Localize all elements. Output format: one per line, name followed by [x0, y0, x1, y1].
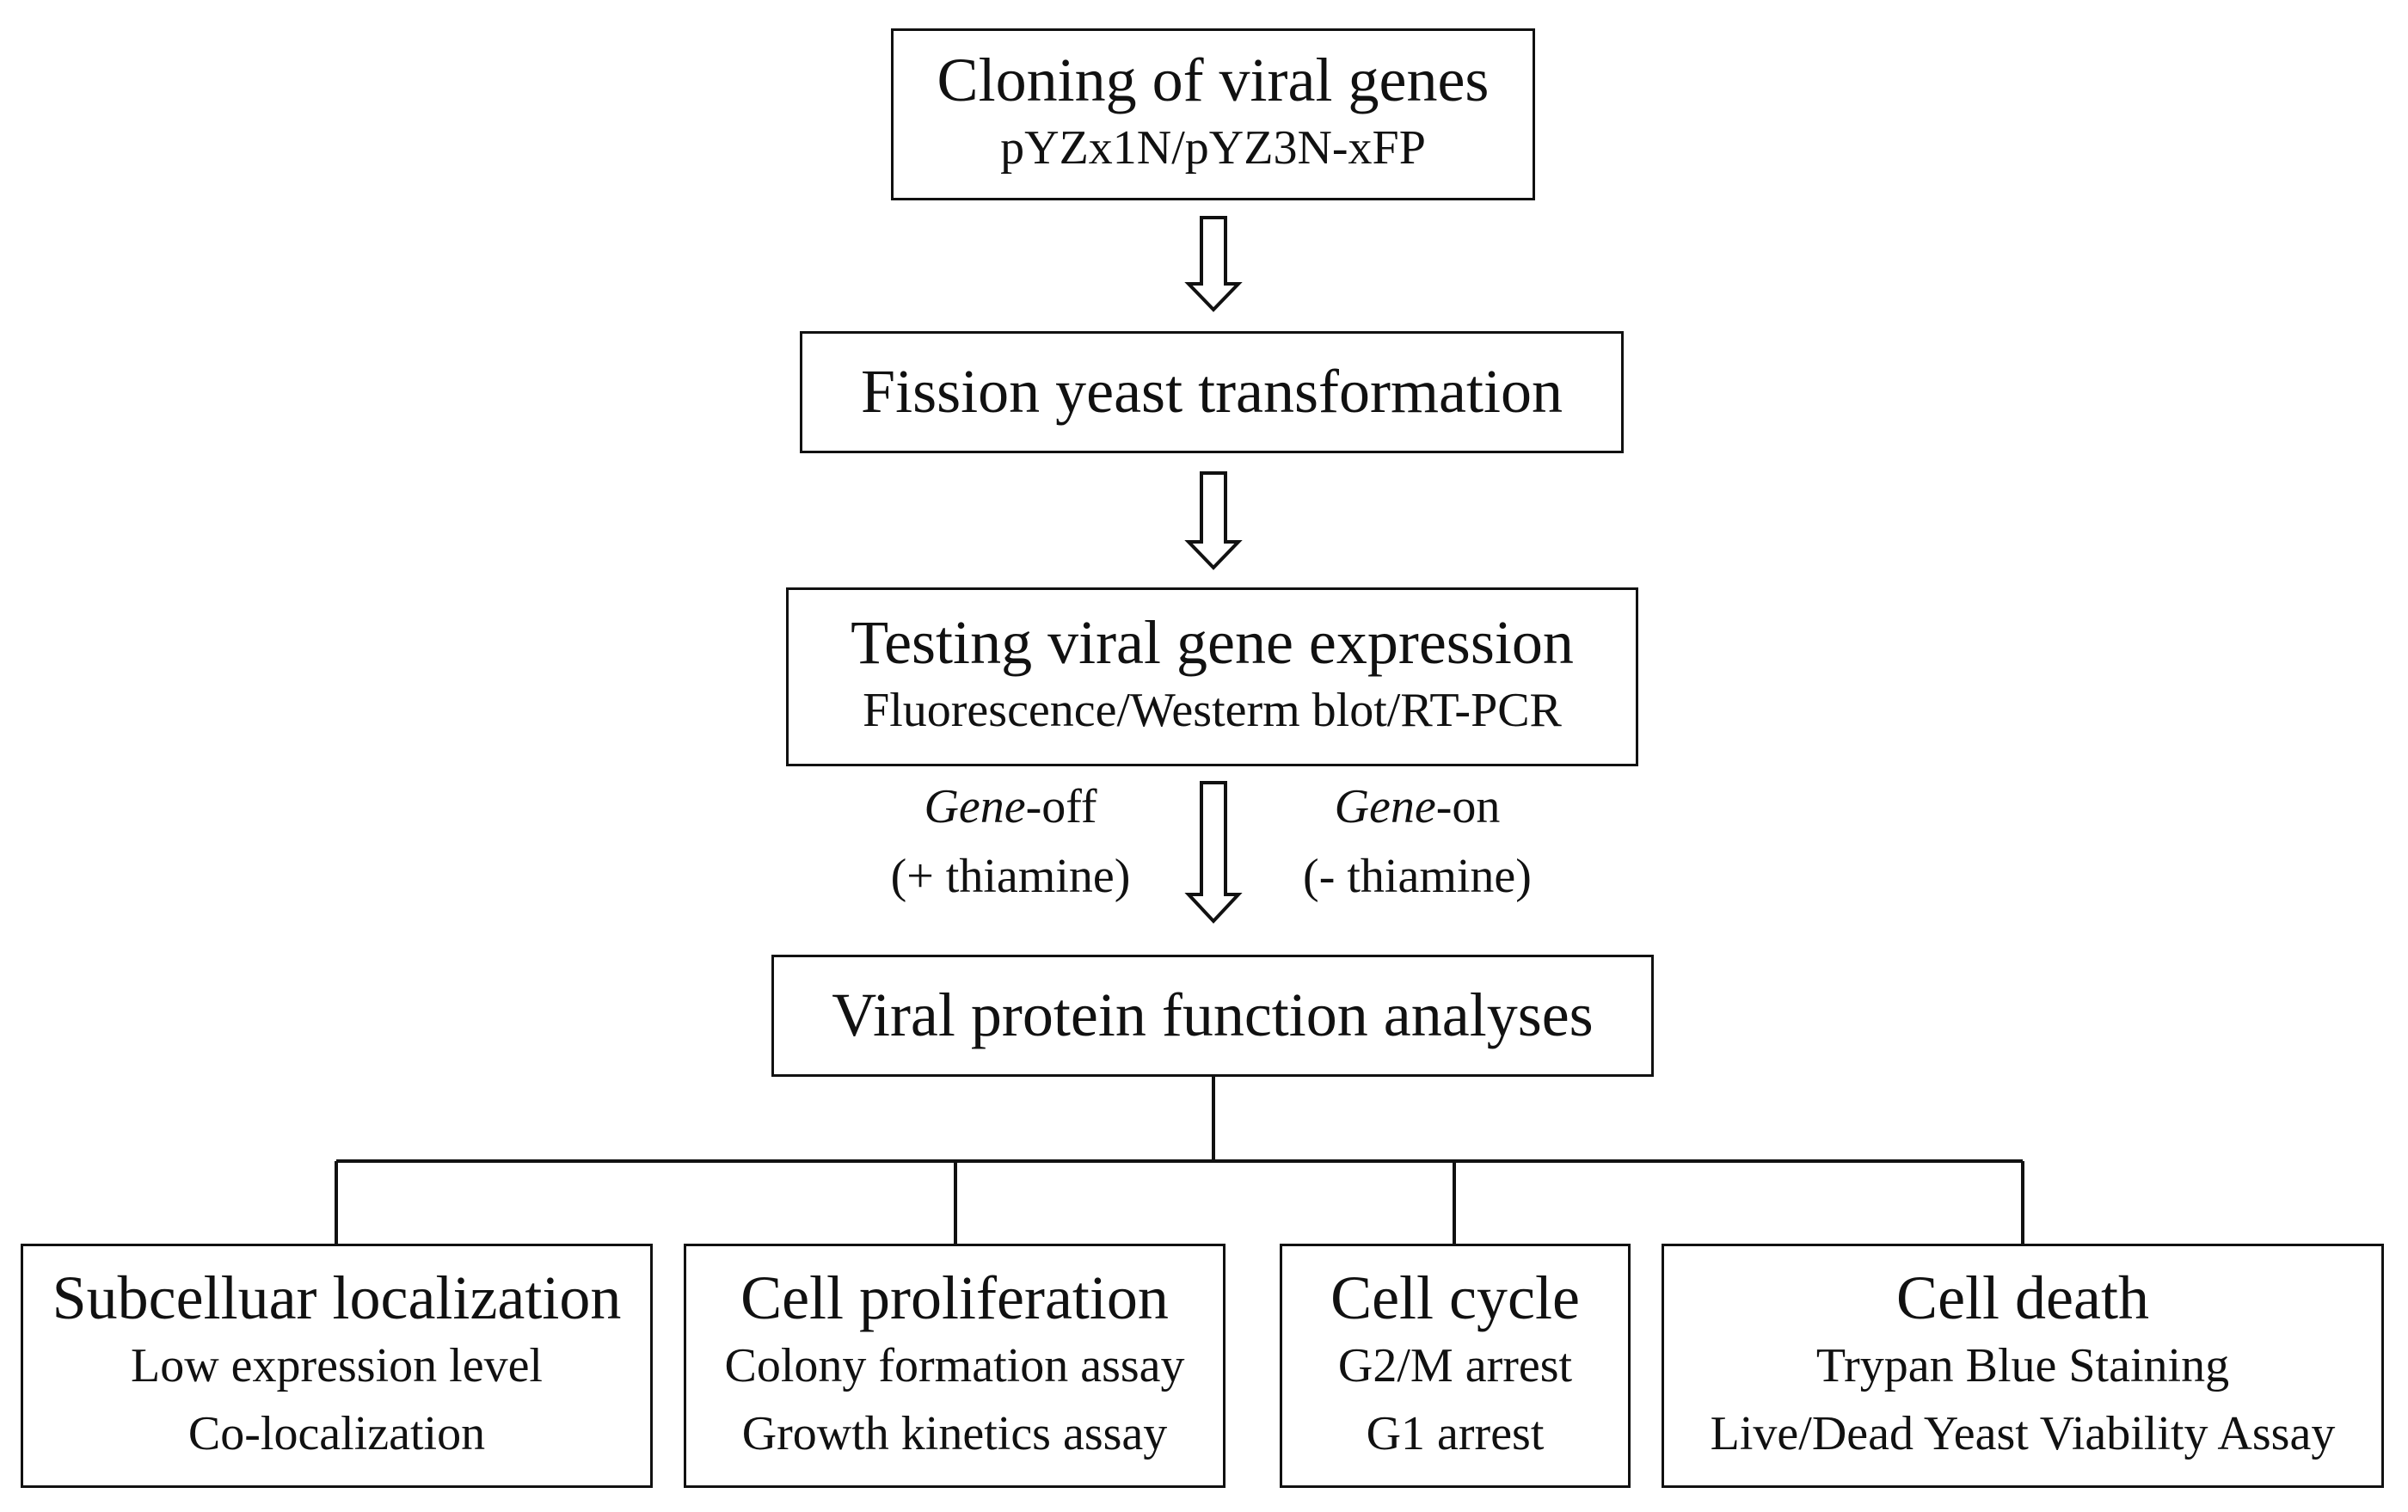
- analysis-line: Growth kinetics assay: [741, 1406, 1168, 1460]
- analysis-box-cell-cycle: Cell cycle G2/M arrest G1 arrest: [1280, 1244, 1631, 1488]
- analysis-box-localization: Subcelluar localization Low expression l…: [21, 1244, 653, 1488]
- analysis-line: Live/Dead Yeast Viability Assay: [1710, 1406, 2336, 1460]
- function-analyses-title: Viral protein function analyses: [832, 980, 1594, 1050]
- gene-on-state: -on: [1435, 780, 1501, 833]
- gene-on-label: Gene-on (- thiamine): [1271, 772, 1563, 912]
- analysis-title: Cell proliferation: [740, 1263, 1169, 1333]
- gene-off-state: -off: [1025, 780, 1097, 833]
- cloning-title: Cloning of viral genes: [937, 46, 1490, 115]
- analysis-line: Trypan Blue Staining: [1815, 1339, 2230, 1393]
- gene-off-gene: Gene: [924, 780, 1026, 833]
- arrow-2: [1184, 471, 1243, 570]
- transformation-title: Fission yeast transformation: [861, 357, 1563, 427]
- function-analyses-box: Viral protein function analyses: [771, 955, 1654, 1077]
- analysis-box-proliferation: Cell proliferation Colony formation assa…: [684, 1244, 1226, 1488]
- gene-off-label: Gene-off (+ thiamine): [864, 772, 1157, 912]
- expression-title: Testing viral gene expression: [851, 608, 1574, 678]
- gene-off-treatment: (+ thiamine): [890, 850, 1131, 904]
- analysis-title: Cell death: [1896, 1263, 2149, 1333]
- expression-subtitle: Fluorescence/Westerm blot/RT-PCR: [863, 684, 1562, 738]
- expression-box: Testing viral gene expression Fluorescen…: [786, 587, 1638, 766]
- transformation-box: Fission yeast transformation: [800, 331, 1624, 453]
- cloning-box: Cloning of viral genes pYZx1N/pYZ3N-xFP: [891, 28, 1535, 200]
- analysis-title: Cell cycle: [1330, 1263, 1580, 1333]
- analysis-box-cell-death: Cell death Trypan Blue Staining Live/Dea…: [1662, 1244, 2384, 1488]
- analysis-line: G1 arrest: [1366, 1406, 1545, 1460]
- analysis-title: Subcelluar localization: [52, 1263, 622, 1333]
- gene-on-treatment: (- thiamine): [1303, 850, 1532, 904]
- analysis-line: Colony formation assay: [724, 1339, 1185, 1393]
- gene-on-gene: Gene: [1334, 780, 1436, 833]
- analysis-line: Co-localization: [187, 1406, 486, 1460]
- analysis-line: G2/M arrest: [1337, 1339, 1573, 1393]
- analysis-line: Low expression level: [131, 1339, 543, 1393]
- arrow-1: [1184, 216, 1243, 312]
- arrow-3: [1184, 781, 1243, 924]
- cloning-subtitle: pYZx1N/pYZ3N-xFP: [1000, 121, 1426, 175]
